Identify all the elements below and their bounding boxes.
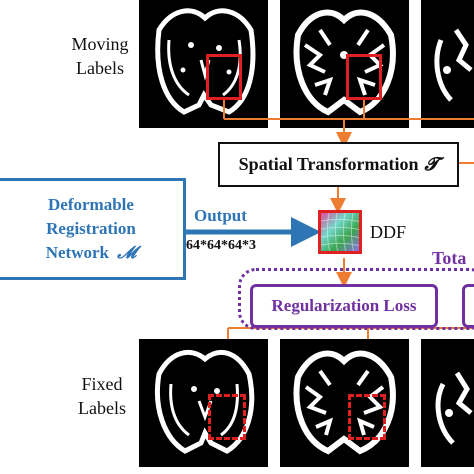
deformable-registration-network-box: Deformable Registration Network 𝓜 <box>0 178 186 280</box>
fixed-roi-box-1 <box>208 394 246 440</box>
fixed-label-slice-2 <box>280 339 409 467</box>
moving-label-slice-2 <box>280 0 409 128</box>
regularization-loss-label: Regularization Loss <box>271 296 417 315</box>
moving-roi-box-2 <box>346 54 382 100</box>
network-line2: Registration <box>46 219 136 238</box>
ddf-label: DDF <box>370 222 407 242</box>
spatial-transformation-label: Spatial Transformation <box>238 154 419 174</box>
spatial-transformation-symbol: 𝓣 <box>424 154 439 174</box>
fixed-labels-line1: Fixed <box>81 374 123 394</box>
total-loss-label: Tota <box>432 248 467 268</box>
moving-label-slice-3 <box>421 0 474 128</box>
fixed-labels-line2: Labels <box>78 398 126 418</box>
moving-roi-box-1 <box>206 54 242 100</box>
network-line3: Network <box>45 243 109 262</box>
loss-container <box>238 268 474 330</box>
fixed-roi-box-2 <box>348 394 386 440</box>
moving-labels-line1: Moving <box>71 34 129 54</box>
network-line1: Deformable <box>48 195 134 214</box>
fixed-labels-caption: Fixed Labels <box>66 372 138 420</box>
network-symbol: 𝓜 <box>117 243 137 262</box>
second-loss-box <box>462 284 474 328</box>
moving-labels-line2: Labels <box>76 58 124 78</box>
ddf-image <box>318 210 362 254</box>
network-line3-row: Network 𝓜 <box>46 241 137 265</box>
fixed-label-slice-3 <box>421 339 474 467</box>
regularization-loss-box: Regularization Loss <box>250 284 438 328</box>
moving-label-slice-1 <box>139 0 268 128</box>
output-shape-label: 64*64*64*3 <box>186 238 256 253</box>
fixed-label-slice-1 <box>139 339 268 467</box>
spatial-transformation-box: Spatial Transformation 𝓣 <box>218 142 459 187</box>
output-label: Output <box>194 206 247 225</box>
moving-labels-caption: Moving Labels <box>62 32 138 80</box>
ddf-grid-pattern <box>321 213 359 251</box>
